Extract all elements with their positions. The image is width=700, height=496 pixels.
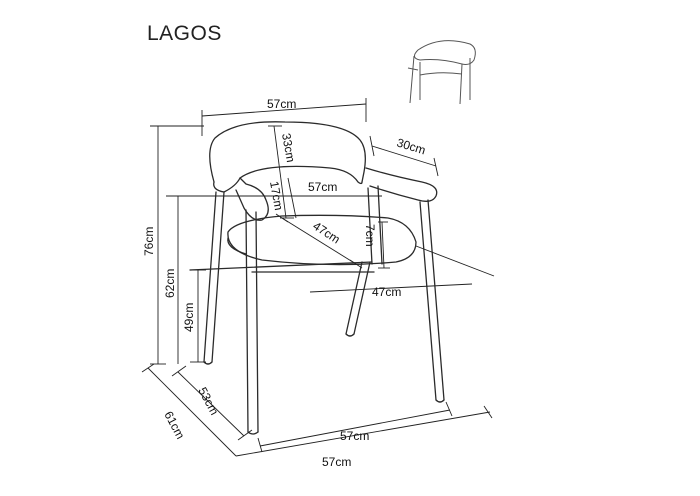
label-seat-thickness: 7cm: [363, 224, 377, 247]
label-total-height: 76cm: [142, 227, 156, 256]
chair-outline: [189, 121, 445, 435]
label-back-to-seat: 17cm: [267, 180, 286, 211]
label-back-width: 57cm: [267, 97, 296, 111]
label-total-depth: 61cm: [161, 409, 187, 441]
label-leg-depth: 53cm: [195, 385, 221, 417]
chair-thumbnail: [407, 40, 476, 105]
label-seat-width: 47cm: [372, 285, 401, 299]
dimension-lines: [141, 98, 495, 457]
label-total-width: 57cm: [322, 455, 351, 469]
label-back-height: 33cm: [279, 132, 298, 163]
label-armrest-height: 62cm: [163, 269, 177, 298]
label-armrest-width: 57cm: [308, 180, 337, 194]
product-title: LAGOS: [147, 22, 222, 45]
label-leg-width: 57cm: [340, 429, 369, 443]
label-seat-diagonal: 47cm: [310, 219, 342, 247]
dimension-labels: 57cm 33cm 30cm 57cm 17cm 47cm 7cm 47cm 7…: [142, 97, 427, 469]
label-seat-height: 49cm: [182, 303, 196, 332]
label-armrest-depth: 30cm: [395, 135, 427, 157]
